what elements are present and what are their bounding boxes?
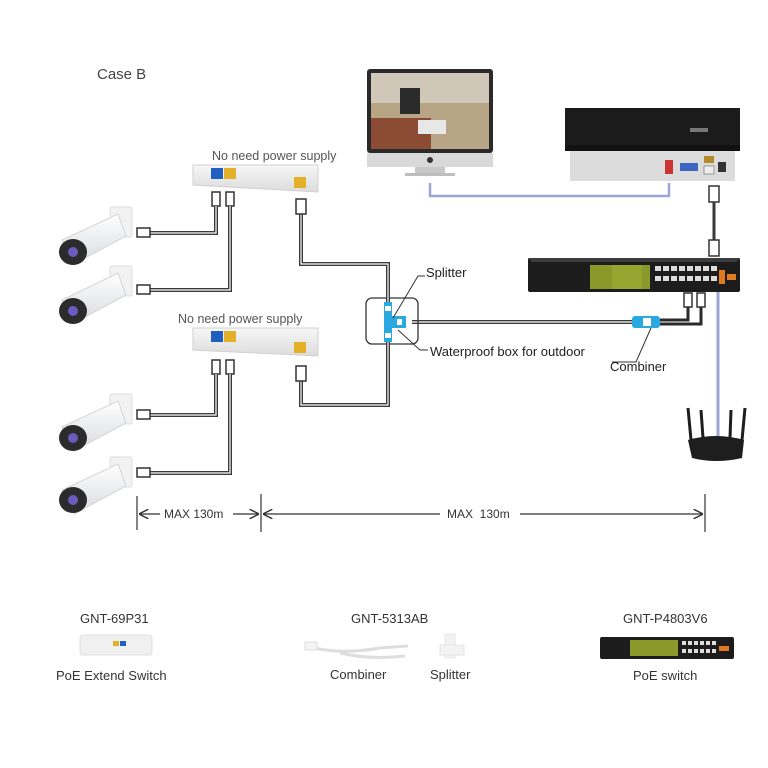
product-model-switch: GNT-P4803V6	[623, 611, 708, 626]
product-extender-thumb	[79, 634, 153, 656]
distance-left-label: MAX 130m	[164, 507, 224, 521]
distance-right-label: MAX 130m	[447, 507, 510, 521]
waterproof-box	[365, 297, 419, 345]
product-combiner-thumb	[304, 641, 409, 659]
distance-markers	[136, 494, 706, 532]
extender-bottom-label: No need power supply	[178, 312, 303, 326]
product-name-splitter: Splitter	[430, 667, 471, 682]
splitter	[384, 302, 406, 342]
camera-cables-bottom	[136, 359, 235, 478]
nvr	[565, 108, 740, 181]
camera-cables-top	[136, 191, 235, 295]
combiner	[632, 316, 660, 328]
router	[686, 407, 747, 461]
product-switch-thumb	[600, 637, 734, 659]
product-name-extender: PoE Extend Switch	[56, 668, 167, 683]
nvr-to-switch-cable	[708, 185, 720, 257]
camera-2	[59, 265, 133, 324]
diagram-title: Case B	[97, 66, 147, 83]
switch-to-combiner-cables	[660, 292, 706, 326]
camera-3	[59, 393, 133, 452]
product-model-extender: GNT-69P31	[80, 611, 149, 626]
poe-extender-bottom	[192, 327, 319, 357]
combiner-label: Combiner	[610, 359, 667, 374]
poe-switch	[528, 258, 740, 292]
product-name-switch: PoE switch	[633, 668, 698, 683]
camera-4	[59, 456, 133, 515]
product-model-combiner-splitter: GNT-5313AB	[351, 611, 429, 626]
camera-1	[59, 206, 133, 265]
waterproof-box-label: Waterproof box for outdoor	[430, 344, 585, 359]
video-link	[428, 183, 671, 198]
splitter-to-extenders-cables	[295, 198, 390, 407]
product-name-combiner: Combiner	[330, 667, 387, 682]
product-splitter-thumb	[439, 633, 465, 659]
poe-extender-top	[192, 164, 319, 193]
splitter-label: Splitter	[426, 265, 467, 280]
extender-top-label: No need power supply	[212, 149, 337, 163]
monitor	[367, 69, 493, 176]
apple-logo-icon	[427, 157, 433, 163]
